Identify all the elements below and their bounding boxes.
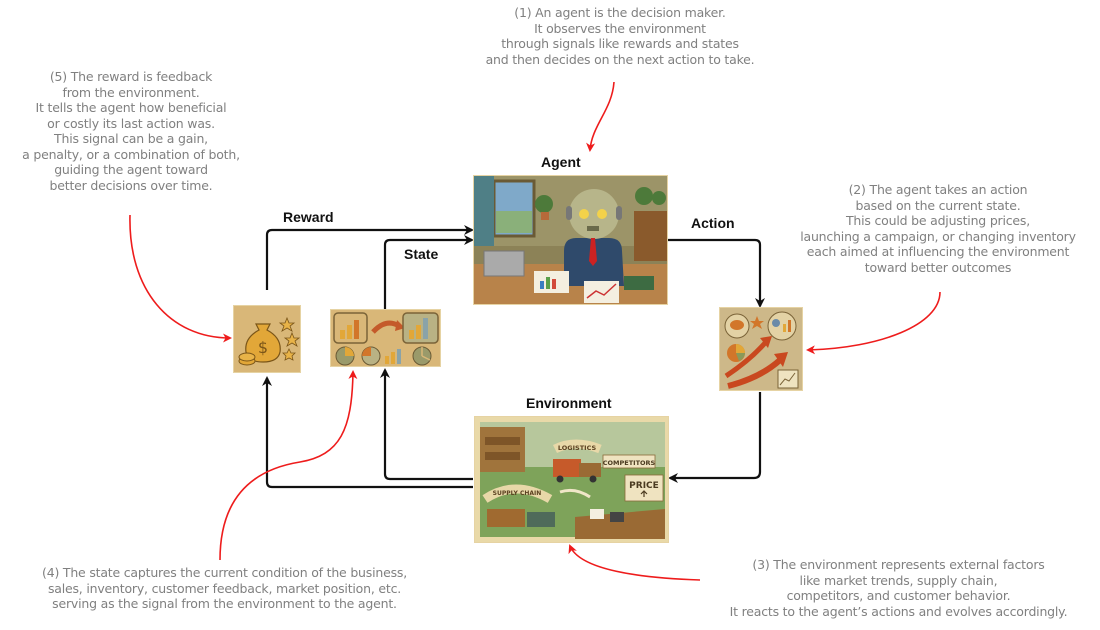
note-state-line: (4) The state captures the current condi… — [42, 565, 407, 580]
environment-illustration: LOGISTICS COMPETITORS PRICE SUPPLY CHAIN — [474, 416, 669, 543]
note-reward-line: a penalty, or a combination of both, — [22, 146, 240, 162]
note-reward-line: It tells the agent how beneficial — [35, 100, 227, 115]
state-charts-icon — [331, 310, 440, 366]
money-bag-icon: $ — [234, 306, 300, 372]
annotation-arrow-state — [219, 370, 358, 561]
note-state: (4) The state captures the current condi… — [2, 565, 447, 612]
agent-illustration — [473, 175, 668, 305]
note-agent-line: It observes the environment — [534, 20, 706, 36]
note-environment-line: competitors, and customer behavior. — [786, 588, 1011, 603]
note-reward-line: guiding the agent toward — [54, 162, 208, 177]
state-icon-box — [330, 309, 441, 367]
edge-label-reward: Reward — [283, 209, 334, 225]
reward-flow-line — [265, 225, 474, 290]
edge-label-action: Action — [691, 215, 735, 231]
note-environment-line: like market trends, supply chain, — [799, 572, 998, 588]
action-icon-box — [719, 307, 803, 391]
note-reward-line: or costly its last action was. — [47, 115, 215, 131]
note-agent-line: and then decides on the next action to t… — [485, 51, 755, 67]
reward-icon-box: $ — [233, 305, 301, 373]
note-action-line: (2) The agent takes an action — [848, 182, 1028, 197]
action-flow-line — [667, 238, 765, 308]
strategy-growth-icon — [720, 308, 802, 390]
state-flow-line — [383, 235, 474, 310]
reward-return-line — [262, 376, 473, 489]
annotation-arrow-action — [806, 291, 941, 355]
annotation-arrow-environment — [568, 544, 701, 581]
annotation-arrow-agent — [586, 81, 615, 152]
note-environment-line: (3) The environment represents external … — [752, 557, 1045, 572]
note-agent-line: (1) An agent is the decision maker. — [514, 5, 726, 20]
node-label-agent: Agent — [541, 154, 581, 170]
sign-competitors: COMPETITORS — [603, 459, 656, 467]
node-label-environment: Environment — [526, 395, 612, 411]
note-action-line: toward better outcomes — [864, 259, 1012, 275]
sign-price: PRICE — [629, 481, 659, 491]
note-reward-line: This signal can be a gain, — [54, 131, 208, 146]
note-action-line: each aimed at influencing the environmen… — [806, 244, 1070, 259]
sign-logistics: LOGISTICS — [558, 444, 597, 452]
note-action-line: based on the current state. — [855, 197, 1021, 213]
note-reward: (5) The reward is feedback from the envi… — [0, 69, 262, 193]
state-return-line — [380, 368, 473, 481]
note-environment-line: It reacts to the agent’s actions and evo… — [729, 603, 1068, 619]
note-agent: (1) An agent is the decision maker. It o… — [455, 5, 785, 67]
annotation-arrow-reward — [129, 214, 232, 343]
note-reward-line: (5) The reward is feedback — [49, 69, 213, 84]
note-reward-line: from the environment. — [62, 84, 200, 100]
note-state-line: serving as the signal from the environme… — [52, 596, 397, 611]
note-action-line: This could be adjusting prices, — [845, 213, 1031, 228]
note-agent-line: through signals like rewards and states — [501, 36, 739, 51]
note-state-line: sales, inventory, customer feedback, mar… — [47, 580, 402, 596]
action-return-line — [668, 392, 762, 483]
note-environment: (3) The environment represents external … — [697, 557, 1100, 619]
note-action: (2) The agent takes an action based on t… — [780, 182, 1096, 275]
edge-label-state: State — [404, 246, 439, 262]
svg-text:$: $ — [258, 338, 268, 357]
sign-supply-chain: SUPPLY CHAIN — [493, 490, 542, 497]
note-action-line: launching a campaign, or changing invent… — [800, 228, 1076, 244]
note-reward-line: better decisions over time. — [49, 177, 213, 193]
